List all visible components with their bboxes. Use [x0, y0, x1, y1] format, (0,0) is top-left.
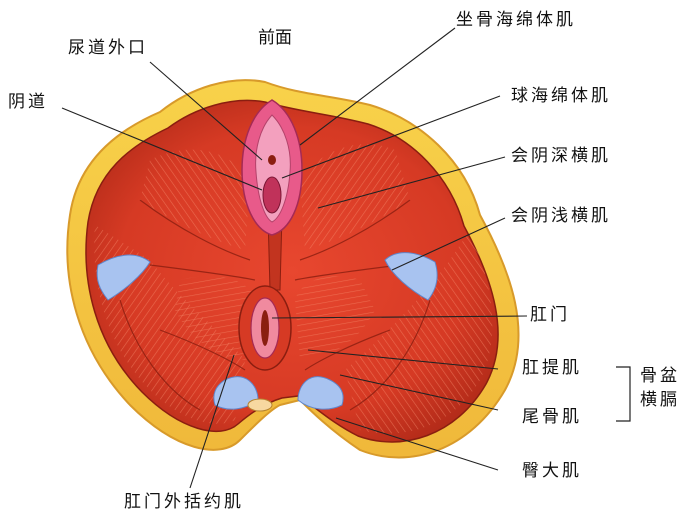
label-coccygeus: 尾骨肌: [522, 409, 582, 426]
label-group-line2: 横膈: [640, 392, 680, 409]
label-superficial-transverse-perineal: 会阴浅横肌: [511, 208, 611, 225]
label-external-anal-sphincter: 肛门外括约肌: [124, 494, 244, 511]
pelvic-diaphragm-bracket: [616, 367, 630, 421]
label-bulbospongiosus: 球海绵体肌: [511, 88, 611, 105]
coccyx-tip: [248, 399, 272, 411]
label-gluteus-maximus: 臀大肌: [522, 463, 582, 480]
label-deep-transverse-perineal: 会阴深横肌: [511, 148, 611, 165]
vaginal-opening: [263, 177, 281, 213]
urethral-opening: [268, 155, 276, 165]
label-anus: 肛门: [530, 307, 570, 324]
label-urethra-opening: 尿道外口: [68, 40, 148, 57]
label-ischiocavernosus: 坐骨海绵体肌: [456, 12, 576, 29]
label-vagina: 阴道: [8, 94, 48, 111]
label-levator-ani: 肛提肌: [522, 360, 582, 377]
title-front: 前面: [258, 30, 292, 47]
label-group-line1: 骨盆: [640, 368, 680, 385]
